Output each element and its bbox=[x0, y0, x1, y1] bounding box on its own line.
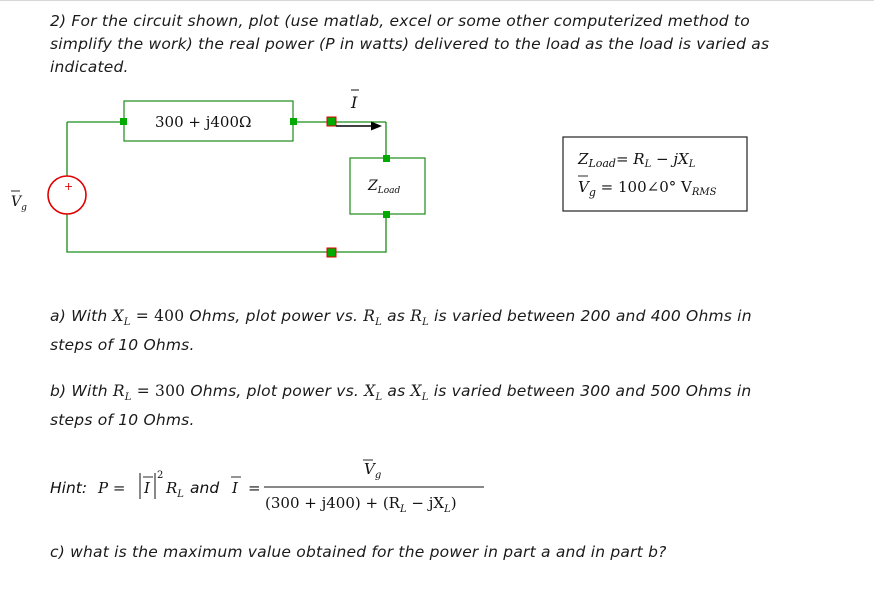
circuit-wires bbox=[66, 121, 387, 253]
node-load-top bbox=[383, 155, 390, 162]
given-box bbox=[562, 136, 748, 212]
part-b-line-2: steps of 10 Ohms. bbox=[50, 411, 195, 429]
current-label: I bbox=[350, 93, 358, 112]
problem-line-1: 2) For the circuit shown, plot (use matl… bbox=[50, 12, 750, 30]
source-plus-sign: + bbox=[64, 180, 73, 193]
part-a-line-2: steps of 10 Ohms. bbox=[50, 336, 195, 354]
part-b: b) With RL = 300 Ohms, plot power vs. XL… bbox=[50, 380, 751, 432]
node-top-current bbox=[326, 116, 337, 127]
top-divider bbox=[0, 0, 874, 1]
load-box bbox=[349, 157, 426, 215]
series-impedance-label: 300 + j400Ω bbox=[155, 113, 251, 131]
part-c: c) what is the maximum value obtained fo… bbox=[50, 543, 667, 561]
problem-statement: 2) For the circuit shown, plot (use matl… bbox=[50, 10, 769, 79]
problem-line-3: indicated. bbox=[50, 58, 129, 76]
part-b-line-1: b) With RL = 300 Ohms, plot power vs. XL… bbox=[50, 382, 752, 403]
part-a: a) With XL = 400 Ohms, plot power vs. RL… bbox=[50, 305, 752, 357]
given-eq-source: Vg = 100∠0° VRMS bbox=[578, 178, 717, 199]
part-a-line-1: a) With XL = 400 Ohms, plot power vs. RL… bbox=[50, 307, 752, 328]
node-right-impedance bbox=[290, 118, 297, 125]
node-bottom bbox=[326, 247, 337, 258]
node-load-bottom bbox=[383, 211, 390, 218]
source-label: Vg bbox=[11, 194, 27, 213]
load-label: ZLoad bbox=[367, 178, 400, 196]
problem-line-2: simplify the work) the real power (P in … bbox=[50, 35, 770, 53]
current-arrow bbox=[336, 121, 382, 131]
voltage-source bbox=[47, 175, 87, 215]
node-left-impedance bbox=[120, 118, 127, 125]
given-eq-impedance: ZLoad= RL − jXL bbox=[577, 150, 696, 170]
